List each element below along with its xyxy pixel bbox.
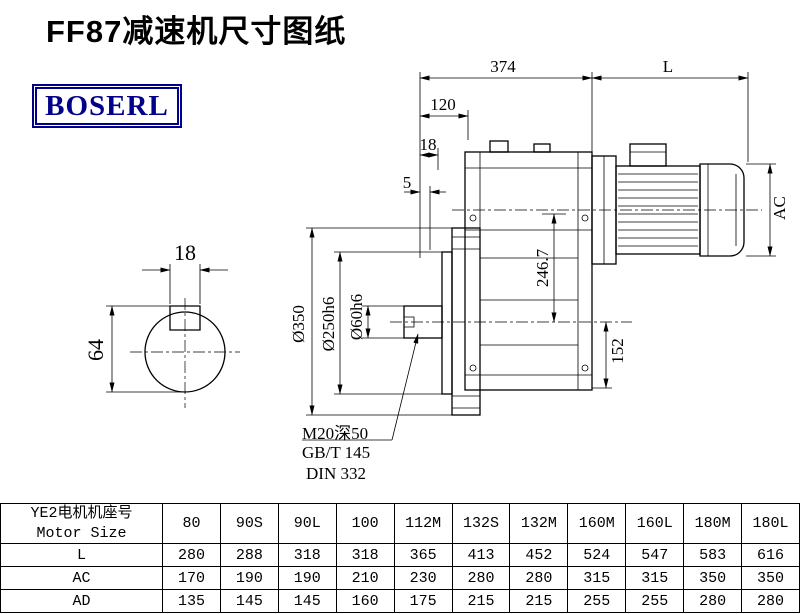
table-cell: 350 [741,566,800,590]
table-cell: 280 [162,543,221,567]
table-cell: 170 [162,566,221,590]
table-header-size: 132S [451,503,511,544]
table-cell: 318 [277,543,337,567]
gearbox-housing [464,140,593,391]
note-gbt-standard: GB/T 145 [302,443,371,462]
note-din-standard: DIN 332 [306,464,366,483]
table-cell: 452 [509,543,569,567]
table-header-size: 180L [741,503,800,544]
table-cell: 365 [393,543,453,567]
dim-5: 5 [402,173,412,192]
table-cell: 145 [219,589,279,613]
table-cell: 616 [741,543,800,567]
brand-logo: BOSERL [32,84,182,128]
dim-height-over-key: 64 [83,339,108,361]
motor [591,143,745,265]
page-title: FF87减速机尺寸图纸 [46,14,347,49]
dim-key-width: 18 [174,240,196,265]
table-header-size: 132M [509,503,569,544]
table-header-size: 112M [393,503,453,544]
table-header-motor-size: YE2电机机座号 Motor Size [0,503,163,544]
dim-housing-width: 374 [490,57,516,76]
table-cell: 190 [219,566,279,590]
table-cell: 350 [683,566,743,590]
dim-152: 152 [608,338,627,364]
row-label: L [0,543,163,567]
table-cell: 190 [277,566,337,590]
table-cell: 175 [393,589,453,613]
table-cell: 230 [393,566,453,590]
table-cell: 280 [741,589,800,613]
motor-size-table: YE2电机机座号 Motor Size 80 90S 90L 100 112M … [0,503,800,613]
dim-center-height: 246.7 [533,248,552,288]
table-header-size: 180M [683,503,743,544]
table-header-size: 90L [277,503,337,544]
technical-drawing: .ol{stroke:#000;stroke-width:1.3;fill:no… [106,72,776,441]
table-cell: 280 [683,589,743,613]
dim-spigot-diameter: Ø250h6 [319,296,338,352]
table-cell: 255 [567,589,627,613]
dim-shaft-diameter: Ø60h6 [347,293,366,341]
row-label: AD [0,589,163,613]
table-header-size: 100 [335,503,395,544]
dimension-lines [302,72,776,441]
table-cell: 315 [567,566,627,590]
table-cell: 215 [451,589,511,613]
table-cell: 318 [335,543,395,567]
table-cell: 280 [509,566,569,590]
dim-120: 120 [430,95,456,114]
row-label: AC [0,566,163,590]
dim-flange-diameter: Ø350 [289,305,308,343]
table-cell: 288 [219,543,279,567]
table-cell: 524 [567,543,627,567]
table-cell: 135 [162,589,221,613]
table-row: L 280 288 318 318 365 413 452 524 547 58… [0,543,800,567]
output-flange-and-shaft [403,227,481,416]
table-cell: 583 [683,543,743,567]
table-cell: 413 [451,543,511,567]
table-cell: 210 [335,566,395,590]
table-header-row: YE2电机机座号 Motor Size 80 90S 90L 100 112M … [0,503,800,544]
table-cell: 215 [509,589,569,613]
table-header-size: 160M [567,503,627,544]
table-cell: 255 [625,589,685,613]
dim-motor-AC: AC [770,196,789,220]
table-row: AD 135 145 145 160 175 215 215 255 255 2… [0,589,800,613]
table-row: AC 170 190 190 210 230 280 280 315 315 3… [0,566,800,590]
table-cell: 280 [451,566,511,590]
dim-motor-length-L: L [662,57,674,76]
brand-logo-text: BOSERL [45,89,169,122]
note-tapped-hole: M20深50 [302,424,369,443]
dim-18: 18 [419,135,437,154]
table-header-size: 80 [162,503,221,544]
table-cell: 145 [277,589,337,613]
shaft-end-view [106,264,240,408]
table-header-size: 90S [219,503,279,544]
table-cell: 547 [625,543,685,567]
table-cell: 315 [625,566,685,590]
table-header-size: 160L [625,503,685,544]
table-cell: 160 [335,589,395,613]
